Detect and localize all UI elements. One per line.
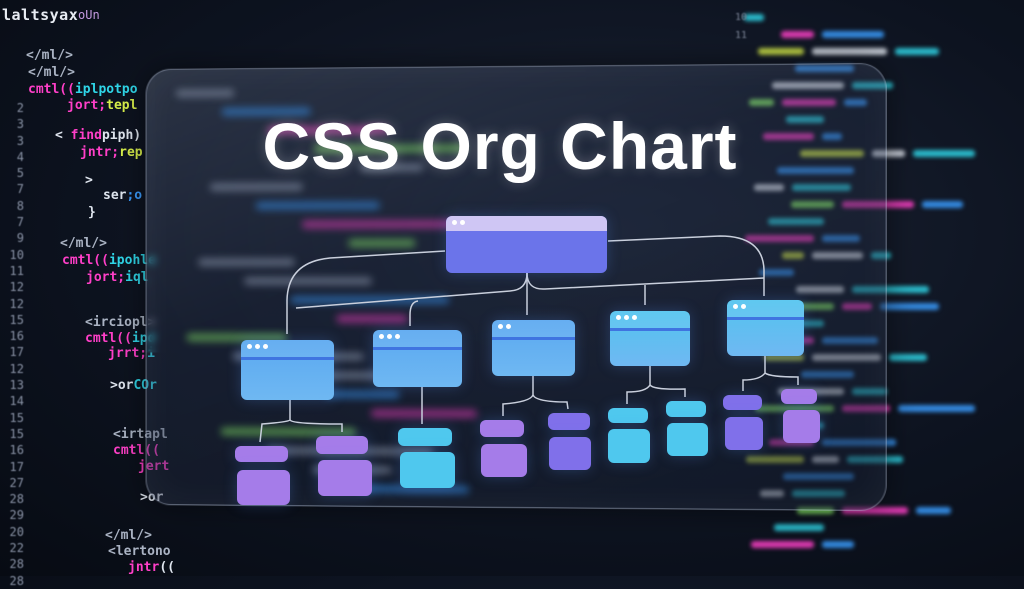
org-node-leaf[interactable] — [549, 437, 591, 470]
node-header-bar — [727, 300, 804, 320]
org-node-root[interactable] — [446, 216, 607, 273]
org-connector-line — [296, 273, 527, 308]
org-node-leaf[interactable] — [318, 460, 372, 496]
window-dots-icon — [247, 344, 268, 349]
org-node-leaf[interactable] — [723, 395, 762, 410]
window-dots-icon — [733, 304, 746, 309]
node-header-bar — [373, 330, 462, 350]
org-node-leaf[interactable] — [480, 420, 524, 437]
window-dots-icon — [379, 334, 400, 339]
node-header-bar — [610, 311, 690, 331]
org-connector-line — [260, 400, 290, 442]
node-header-bar — [241, 340, 334, 360]
org-node-leaf[interactable] — [608, 429, 650, 463]
org-node-leaf[interactable] — [725, 417, 763, 450]
org-connector-line — [533, 395, 568, 409]
org-node-manager[interactable] — [241, 340, 334, 400]
window-dots-icon — [452, 220, 465, 225]
org-node-leaf[interactable] — [781, 389, 817, 404]
org-node-manager[interactable] — [610, 311, 690, 366]
org-node-leaf[interactable] — [548, 413, 590, 430]
org-node-leaf[interactable] — [667, 423, 708, 456]
org-node-manager[interactable] — [492, 320, 575, 376]
org-node-manager[interactable] — [373, 330, 462, 387]
org-connector-line — [608, 236, 764, 296]
org-connector-line — [290, 420, 342, 432]
org-connector-line — [287, 251, 445, 334]
org-node-leaf[interactable] — [398, 428, 452, 446]
org-node-leaf[interactable] — [316, 436, 368, 454]
org-node-leaf[interactable] — [666, 401, 706, 417]
org-connector-line — [410, 301, 418, 326]
org-node-leaf[interactable] — [237, 470, 290, 505]
node-header-bar — [446, 216, 607, 234]
org-node-leaf[interactable] — [235, 446, 288, 462]
node-header-bar — [492, 320, 575, 340]
org-connector-line — [743, 356, 765, 391]
org-node-leaf[interactable] — [783, 410, 820, 443]
org-connector-line — [650, 385, 685, 397]
org-connector-line — [627, 366, 650, 404]
window-dots-icon — [616, 315, 637, 320]
org-connector-line — [765, 373, 798, 385]
org-node-leaf[interactable] — [481, 444, 527, 477]
window-dots-icon — [498, 324, 511, 329]
org-node-leaf[interactable] — [400, 452, 455, 488]
org-node-leaf[interactable] — [608, 408, 648, 423]
org-node-manager[interactable] — [727, 300, 804, 356]
org-chart-links — [0, 0, 1024, 576]
org-connector-line — [503, 376, 533, 416]
